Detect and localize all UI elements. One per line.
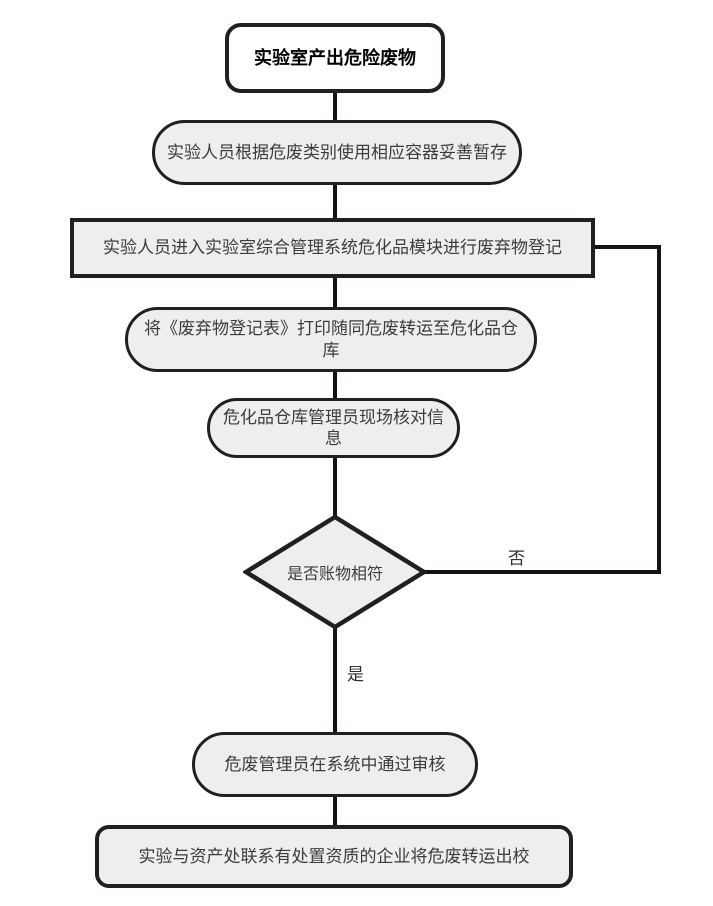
node-decision-label: 是否账物相符 [286,566,383,583]
connector-no-branch-return [595,245,661,249]
node-end: 实验与资产处联系有处置资质的企业将危废转运出校 [95,825,573,888]
connector-no-branch-horizontal [423,570,661,574]
node-temp-storage: 实验人员根据危废类别使用相应容器妥善暂存 [152,120,522,185]
connector-main-vertical [333,90,337,830]
connector-no-branch-vertical [657,245,661,574]
decision-diamond-shape [243,514,427,630]
node-decision: 是否账物相符 [243,514,427,630]
branch-label-yes: 是 [347,665,364,684]
node-register: 实验人员进入实验室综合管理系统危化品模块进行废弃物登记 [70,218,595,278]
node-start: 实验室产出危险废物 [225,23,445,93]
node-verify: 危化品仓库管理员现场核对信息 [207,398,460,458]
node-approve: 危废管理员在系统中通过审核 [192,732,478,797]
branch-label-no: 否 [508,549,525,568]
node-print-transfer: 将《废弃物登记表》打印随同危废转运至危化品仓库 [125,307,537,372]
